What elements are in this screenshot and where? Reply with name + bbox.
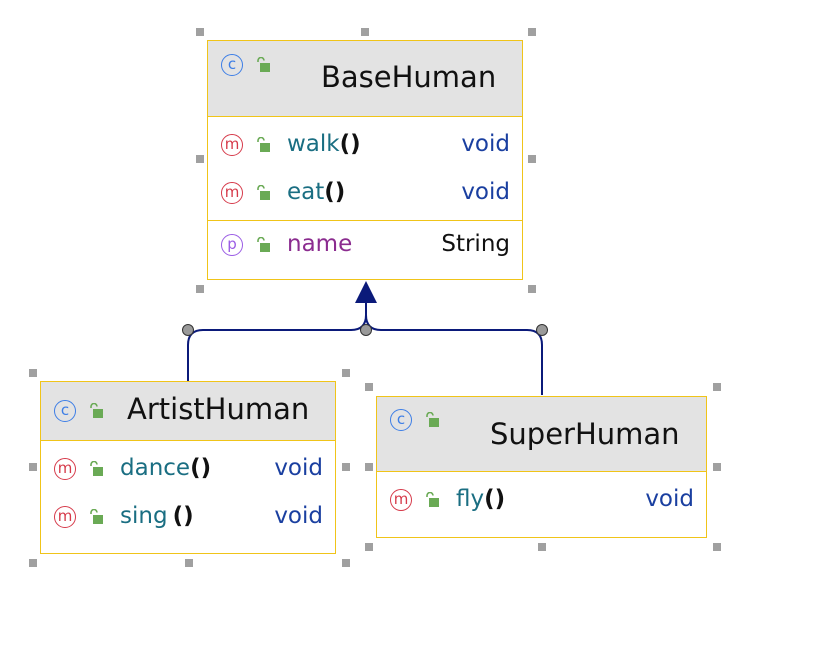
class-name: BaseHuman (321, 60, 497, 94)
method-name: eat() (287, 179, 346, 205)
unlocked-icon (90, 403, 103, 418)
methods-section: m fly() void (377, 472, 706, 536)
method-name: sing() (120, 503, 194, 529)
fields-section: p name String (208, 221, 522, 278)
resize-handle[interactable] (361, 28, 369, 36)
resize-handle[interactable] (713, 383, 721, 391)
method-name: fly() (456, 486, 506, 512)
return-type: void (274, 455, 323, 481)
edge-bend-handle[interactable] (536, 324, 548, 336)
class-icon: c (390, 409, 412, 431)
resize-handle[interactable] (528, 155, 536, 163)
class-header: c BaseHuman (208, 41, 522, 117)
resize-handle[interactable] (185, 559, 193, 567)
resize-handle[interactable] (342, 559, 350, 567)
method-name: walk() (287, 131, 361, 157)
property-icon: p (221, 234, 243, 256)
member-row[interactable]: m fly() void (377, 480, 706, 528)
unlocked-icon (257, 237, 270, 252)
resize-handle[interactable] (713, 463, 721, 471)
return-type: void (461, 131, 510, 157)
method-icon: m (54, 458, 76, 480)
class-node-artisthuman[interactable]: c ArtistHuman m dance() void m sing() vo… (40, 381, 336, 554)
method-icon: m (221, 134, 243, 156)
field-name: name (287, 231, 353, 257)
methods-section: m walk() void m eat() void (208, 117, 522, 221)
member-row[interactable]: m sing() void (41, 493, 335, 541)
inheritance-arrowhead (355, 281, 377, 303)
resize-handle[interactable] (29, 463, 37, 471)
resize-handle[interactable] (196, 28, 204, 36)
class-icon: c (54, 400, 76, 422)
unlocked-icon (426, 492, 439, 507)
class-node-superhuman[interactable]: c SuperHuman m fly() void (376, 396, 707, 538)
resize-handle[interactable] (342, 463, 350, 471)
resize-handle[interactable] (29, 369, 37, 377)
resize-handle[interactable] (365, 383, 373, 391)
class-node-basehuman[interactable]: c BaseHuman m walk() void m eat() void p… (207, 40, 523, 280)
resize-handle[interactable] (196, 155, 204, 163)
method-icon: m (390, 489, 412, 511)
member-row[interactable]: m dance() void (41, 445, 335, 493)
resize-handle[interactable] (713, 543, 721, 551)
return-type: void (645, 486, 694, 512)
unlocked-icon (257, 185, 270, 200)
edge-bend-handle[interactable] (360, 324, 372, 336)
edge-bend-handle[interactable] (182, 324, 194, 336)
resize-handle[interactable] (365, 543, 373, 551)
member-row[interactable]: m eat() void (208, 169, 522, 217)
resize-handle[interactable] (538, 543, 546, 551)
member-row[interactable]: m walk() void (208, 121, 522, 169)
field-row[interactable]: p name String (208, 221, 522, 269)
method-name: dance() (120, 455, 212, 481)
unlocked-icon (257, 137, 270, 152)
resize-handle[interactable] (196, 285, 204, 293)
unlocked-icon (90, 461, 103, 476)
class-icon: c (221, 54, 243, 76)
unlocked-icon (426, 412, 439, 427)
resize-handle[interactable] (342, 369, 350, 377)
resize-handle[interactable] (29, 559, 37, 567)
return-type: void (461, 179, 510, 205)
class-header: c SuperHuman (377, 397, 706, 472)
field-type: String (441, 231, 510, 257)
edge-super-to-base[interactable] (365, 314, 543, 395)
unlocked-icon (90, 509, 103, 524)
class-name: ArtistHuman (127, 392, 310, 426)
unlocked-icon (257, 57, 270, 72)
method-icon: m (54, 506, 76, 528)
methods-section: m dance() void m sing() void (41, 441, 335, 551)
class-header: c ArtistHuman (41, 382, 335, 441)
return-type: void (274, 503, 323, 529)
resize-handle[interactable] (528, 28, 536, 36)
class-name: SuperHuman (490, 417, 680, 451)
resize-handle[interactable] (528, 285, 536, 293)
resize-handle[interactable] (365, 463, 373, 471)
edge-artist-to-base[interactable] (187, 300, 367, 381)
method-icon: m (221, 182, 243, 204)
